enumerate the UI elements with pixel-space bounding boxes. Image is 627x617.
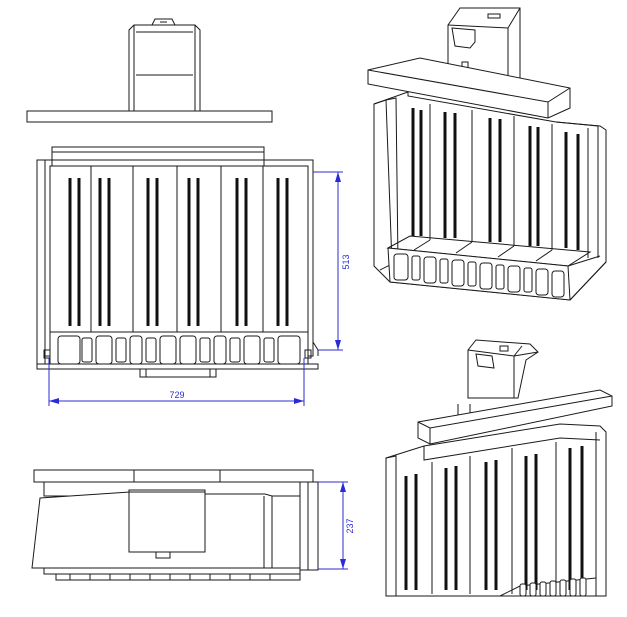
top-view-chimney [128,24,201,111]
side-view-top-plate [33,469,314,483]
top-view [26,18,273,123]
front-view [36,146,319,378]
side-view-chimney [128,489,206,553]
side-view [31,469,319,581]
dimension-height-front: 513 [313,171,351,351]
front-view-grate [49,331,309,367]
isometric-view-front [367,7,607,301]
front-view-slots [68,178,289,326]
isometric-view-rear [385,339,613,597]
front-view-left-wall [36,159,46,369]
front-view-top-plate [51,146,265,167]
dimension-width-front: 729 [48,358,305,406]
dimension-label-237: 237 [345,518,355,533]
dimension-label-729: 729 [169,390,184,400]
front-view-outlet [139,368,217,378]
top-view-shelf [26,110,273,123]
dimension-label-513: 513 [341,254,351,269]
dimension-height-side: 237 [318,481,355,570]
iso2-shelf [417,389,613,445]
